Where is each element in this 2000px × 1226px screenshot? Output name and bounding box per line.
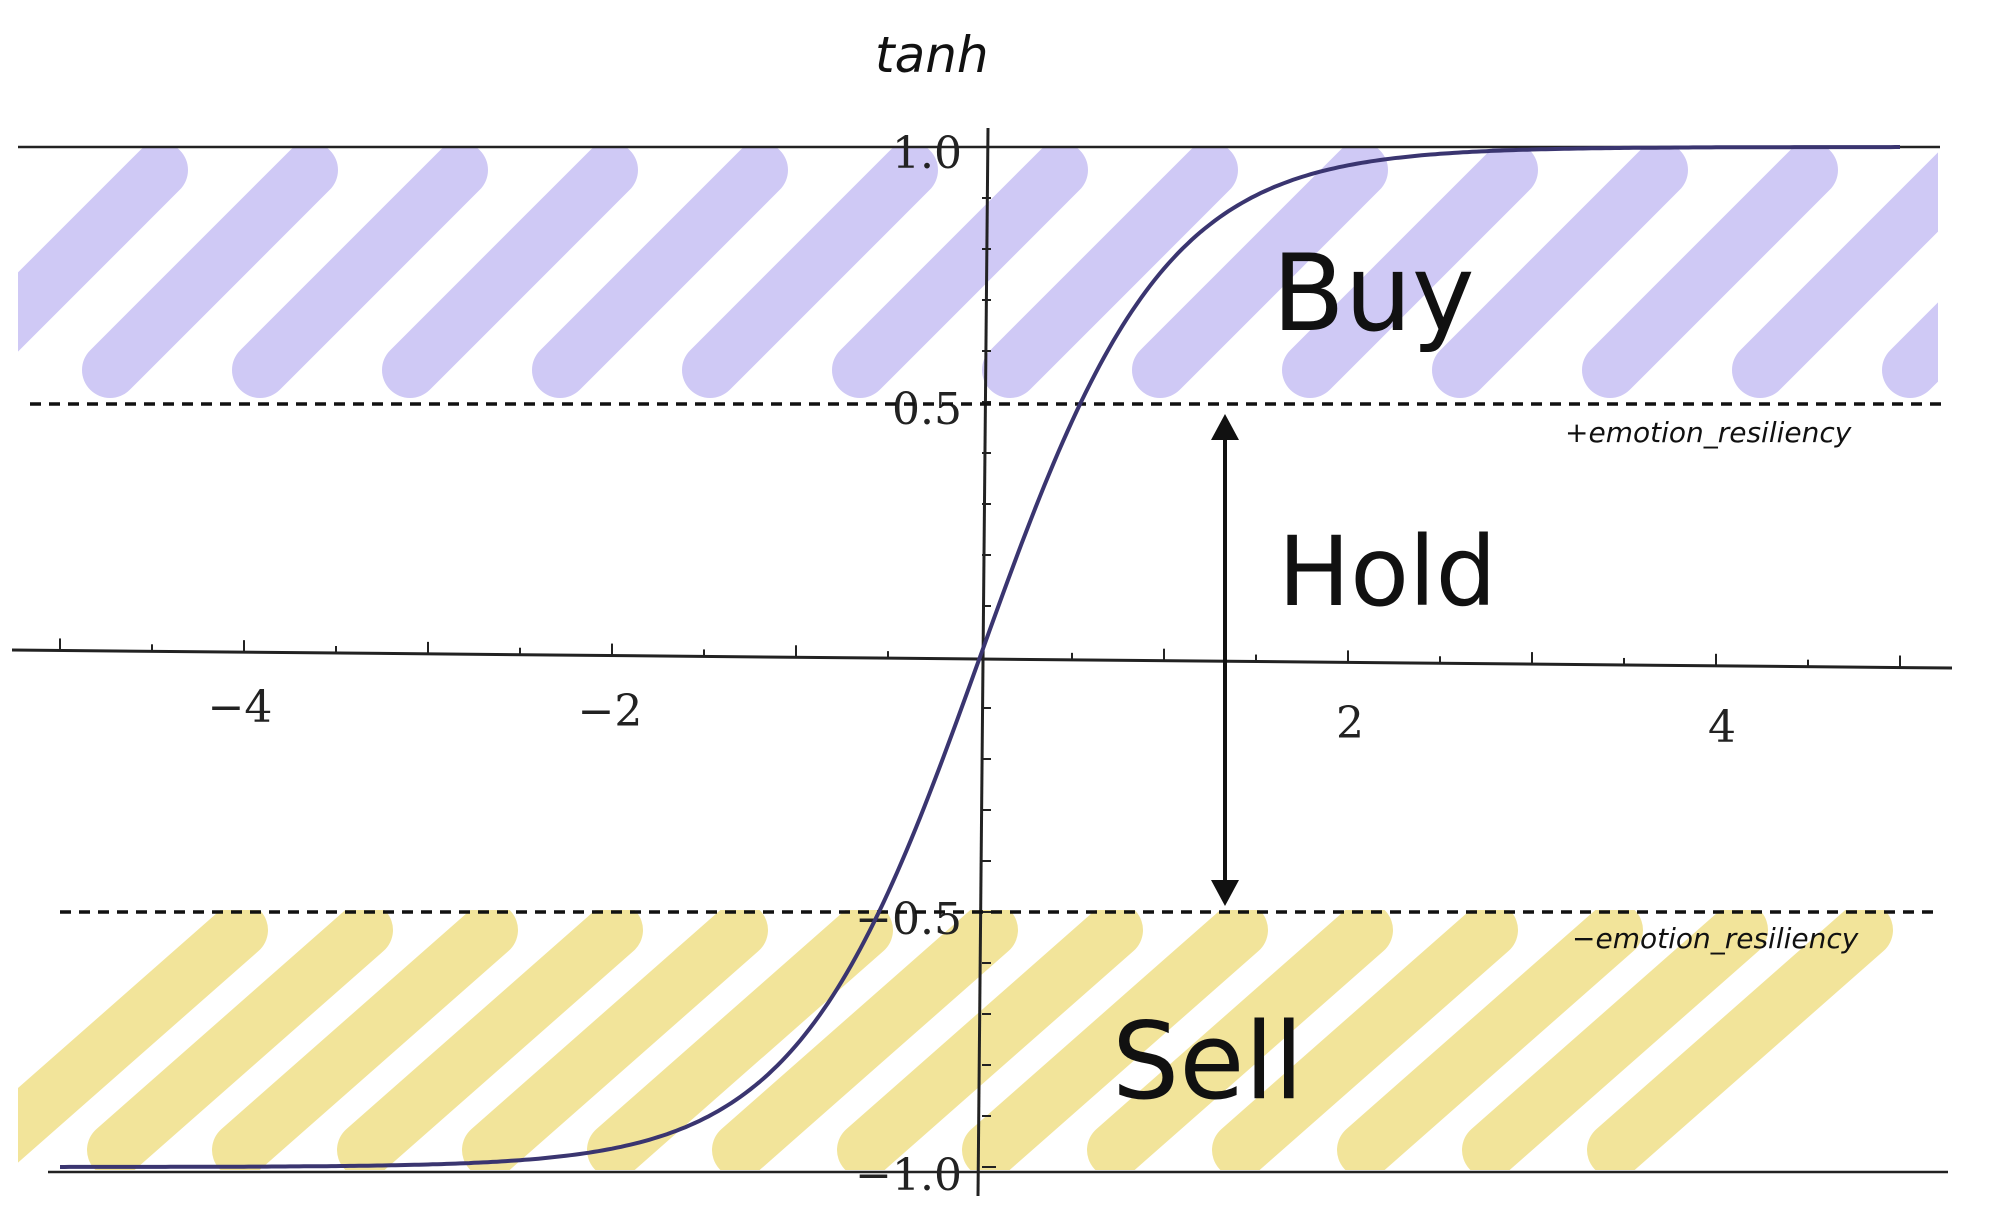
buy-hatch-stripe [1282,148,1538,398]
sell-hatch-stripe [587,910,893,1170]
x-tick-label: 2 [1336,698,1364,749]
negative-threshold-label: −emotion_resiliency [1572,922,1859,955]
buy-hatch-stripe [1132,148,1388,398]
tick-labels: −4 −2 2 4 1.0 0.5 −0.5 −1.0 [208,128,1736,1201]
y-tick-label: −0.5 [855,894,962,945]
y-axis [976,127,990,1197]
x-tick-label: −2 [578,686,643,737]
y-axis-label: tanh [875,26,989,84]
buy-hatch-stripe [1582,148,1838,398]
buy-label: Buy [1272,232,1475,355]
sell-hatch-stripe [1212,910,1518,1170]
x-tick-label: −4 [208,682,273,733]
buy-hatch-stripe [18,148,188,352]
sell-hatch-stripe [1587,910,1893,1170]
buy-hatch-stripe [382,148,638,398]
sell-hatch-stripe [712,910,1018,1170]
sell-label: Sell [1112,1000,1303,1123]
buy-hatch-stripe [532,148,788,398]
hold-range-arrow [1211,414,1239,906]
sell-hatch-stripe [212,910,518,1170]
y-tick-label: 1.0 [892,128,962,179]
buy-hatch-stripe [1732,152,1938,398]
buy-hatch-stripe [682,148,938,398]
buy-hatch-stripe [232,148,488,398]
sell-hatch-stripe [962,910,1268,1170]
buy-hatch-stripe [1432,148,1688,398]
ticks [59,146,1901,1168]
buy-hatch-stripe [82,148,338,398]
positive-threshold-label: +emotion_resiliency [1565,416,1852,449]
buy-hatch-stripe [832,148,1088,398]
y-tick-label: 0.5 [892,384,962,435]
buy-zone-hatch [18,148,1938,398]
sell-hatch-stripe [1462,910,1768,1170]
sell-hatch-stripe [837,910,1143,1170]
y-tick-label: −1.0 [855,1150,962,1201]
hold-label: Hold [1278,516,1497,628]
sell-hatch-stripe [18,910,268,1163]
x-tick-label: 4 [1708,702,1736,753]
sell-hatch-stripe [1087,910,1393,1170]
tanh-curve [60,145,1900,1169]
sell-hatch-stripe [1337,910,1643,1170]
sell-hatch-stripe [462,910,768,1170]
sell-hatch-stripe [337,910,643,1170]
sell-zone-hatch [18,910,1893,1170]
sell-hatch-stripe [87,910,393,1170]
threshold-lines [30,402,1945,914]
buy-hatch-stripe [982,148,1238,398]
